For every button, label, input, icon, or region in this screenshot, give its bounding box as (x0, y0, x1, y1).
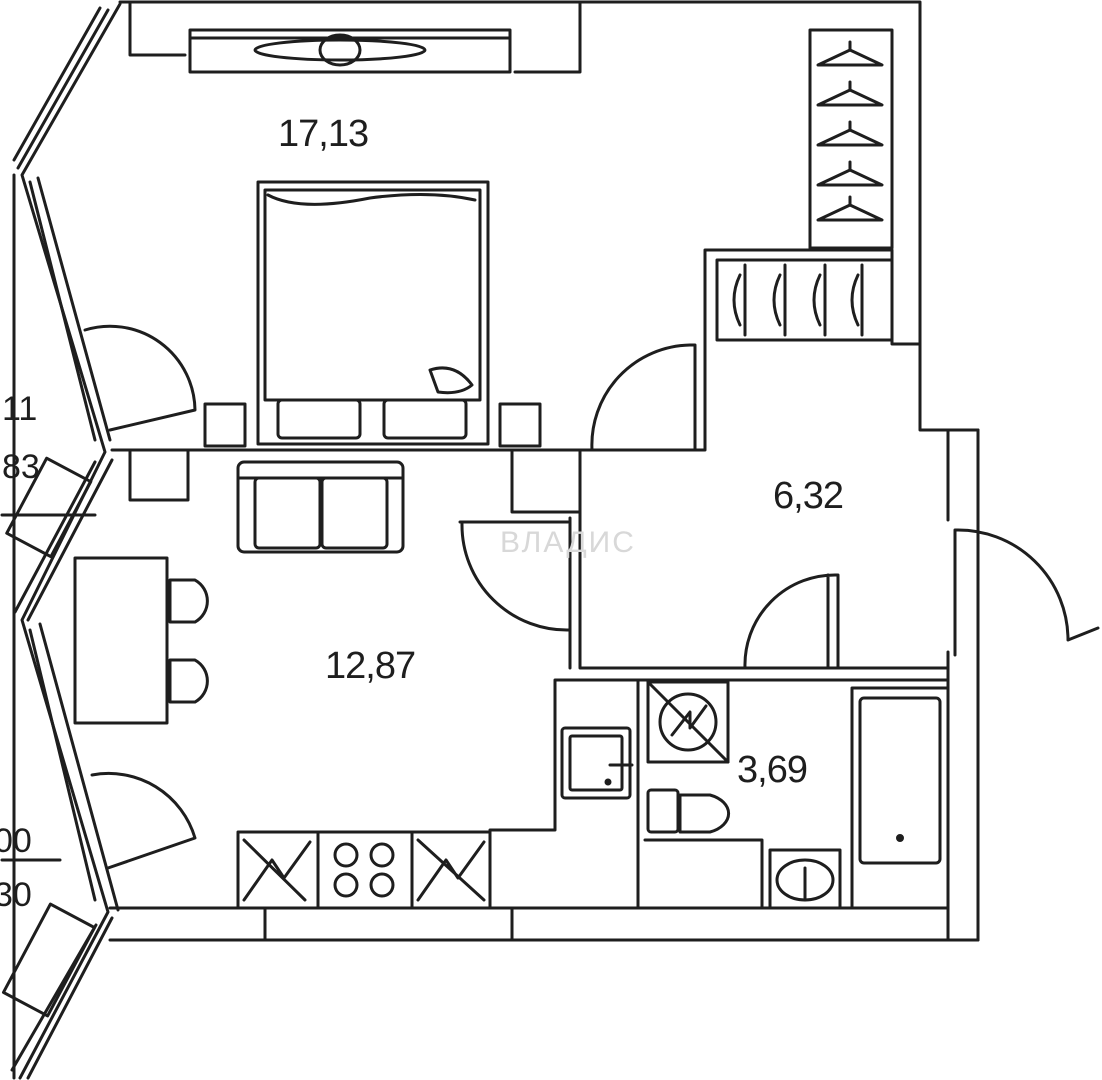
hallway-area-label: 6,32 (773, 475, 843, 517)
washing-machine (646, 680, 730, 764)
tv-unit (188, 28, 512, 74)
left-window-wall (0, 2, 122, 1080)
interior-walls (110, 248, 950, 910)
double-bed (203, 180, 542, 448)
kitchen-counter (236, 830, 492, 910)
dining-set (73, 556, 209, 725)
kitchen-living-area-label: 12,87 (325, 645, 415, 687)
balcony-lower-sub: 30 (0, 876, 32, 914)
wardrobe (808, 28, 894, 250)
outer-walls (108, 0, 980, 942)
balcony-lower-number: 00 (0, 822, 32, 860)
doors (83, 324, 1100, 870)
toilet (646, 788, 731, 834)
bathroom-area-label: 3,69 (737, 749, 807, 791)
sofa (236, 460, 405, 554)
bathroom-sink (768, 848, 842, 910)
bathtub (850, 686, 950, 910)
balcony-upper-number: 11 (2, 390, 37, 428)
balcony-upper-sub: 83 (2, 448, 40, 486)
hallway-closet (715, 258, 894, 342)
kitchen-sink (560, 726, 634, 800)
watermark-text: ВЛАДИС (500, 526, 636, 559)
bedroom-area-label: 17,13 (278, 113, 368, 155)
